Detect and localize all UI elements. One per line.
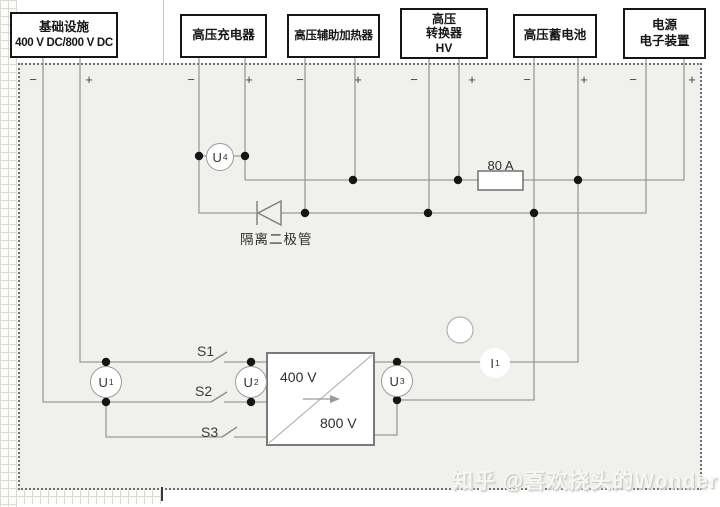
junction-dot — [392, 395, 402, 405]
junction-dot — [194, 151, 204, 161]
polarity-plus-converter: + — [468, 72, 476, 87]
polarity-minus-charger: − — [187, 72, 195, 87]
junction-dot — [101, 357, 111, 367]
polarity-plus-power-electronics: + — [688, 72, 696, 87]
graph-paper-left-strip — [0, 0, 17, 507]
wire-s3-left — [105, 402, 222, 438]
junction-dot — [246, 397, 256, 407]
polarity-plus-heater: + — [354, 72, 362, 87]
wire-u3-to-converter — [374, 400, 398, 436]
switch-s2-label: S2 — [195, 383, 213, 399]
wire-infrastructure-minus — [42, 58, 211, 403]
device-box-hv-charger: 高压充电器 — [180, 14, 267, 58]
polarity-minus-power-electronics: − — [629, 72, 637, 87]
junction-dot — [348, 175, 358, 185]
meter-label: U — [243, 374, 253, 390]
wire-battery-plus-i1 — [374, 58, 579, 363]
converter-800v-label: 800 V — [320, 415, 357, 431]
meter-label: U — [389, 373, 399, 389]
switch-s2-blade — [210, 391, 228, 403]
fuse-80a-icon — [477, 170, 524, 191]
junction-dot — [453, 175, 463, 185]
device-label: 高压 — [431, 12, 456, 27]
graph-paper-bottom-strip — [0, 488, 163, 504]
device-box-hv-battery: 高压蓄电池 — [513, 14, 597, 58]
device-label: 高压辅助加热器 — [294, 29, 373, 42]
junction-dot — [240, 151, 250, 161]
polarity-minus-infrastructure: − — [29, 72, 37, 87]
junction-dot — [246, 357, 256, 367]
meter-label: U — [212, 149, 222, 165]
device-box-hv-aux-heater: 高压辅助加热器 — [287, 14, 380, 58]
device-label: 电源 — [651, 18, 677, 33]
polarity-plus-infrastructure: + — [85, 72, 93, 87]
isolation-diode-label: 隔离二极管 — [240, 232, 313, 247]
polarity-plus-battery: + — [580, 72, 588, 87]
device-label: 电子装置 — [639, 33, 690, 48]
device-box-hv-converter: 高压 转换器 HV — [400, 8, 488, 59]
bottom-tick-mark — [161, 487, 163, 501]
wire-infrastructure-plus — [79, 58, 211, 363]
empty-marker-circle — [446, 316, 474, 344]
fuse-rating-label: 80 A — [487, 158, 514, 173]
device-label: 高压蓄电池 — [523, 28, 587, 43]
junction-dot — [529, 208, 539, 218]
switch-s3-label: S3 — [201, 424, 219, 440]
junction-dots — [101, 151, 583, 407]
polarity-minus-heater: − — [296, 72, 304, 87]
switch-s1-blade — [210, 351, 228, 363]
switch-s3-blade — [221, 426, 238, 438]
switch-s1-label: S1 — [197, 343, 215, 359]
meter-label: I — [490, 355, 494, 371]
page-divider-line — [163, 0, 164, 63]
wire-charger-minus — [198, 58, 256, 214]
wire-negative-bus — [281, 58, 647, 214]
junction-dot — [392, 357, 402, 367]
junction-dot — [300, 208, 310, 218]
junction-dot — [423, 208, 433, 218]
junction-dot — [573, 175, 583, 185]
device-label: 转换器 — [425, 26, 462, 41]
junction-dot — [101, 397, 111, 407]
zhihu-watermark: 知乎 @喜欢挠头的Wonder — [452, 470, 719, 493]
meter-label: U — [98, 374, 108, 390]
device-box-infrastructure: 基础设施 400 V DC/800 V DC — [10, 12, 118, 58]
device-label: 高压充电器 — [192, 28, 255, 43]
dcdc-converter-box — [266, 352, 375, 446]
wire-battery-minus — [397, 58, 535, 401]
device-label: HV — [435, 40, 453, 55]
wire-positive-bus — [245, 58, 685, 181]
diode-icon — [256, 199, 282, 227]
device-box-power-electronics: 电源 电子装置 — [623, 8, 706, 59]
device-label: 400 V DC/800 V DC — [15, 36, 113, 49]
converter-arrow-head-icon — [330, 395, 340, 403]
diode-triangle — [256, 199, 282, 227]
polarity-minus-battery: − — [523, 72, 531, 87]
polarity-plus-charger: + — [245, 72, 253, 87]
polarity-minus-converter: − — [410, 72, 418, 87]
converter-400v-label: 400 V — [280, 369, 317, 385]
device-label: 基础设施 — [38, 20, 89, 35]
